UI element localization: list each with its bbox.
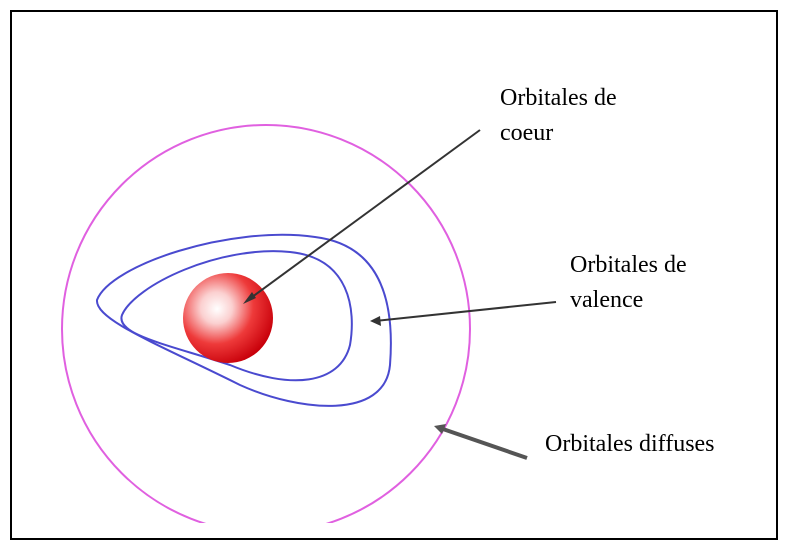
diffuse-label: Orbitales diffuses	[545, 431, 715, 457]
valence-arrow-line	[374, 301, 557, 322]
valence-orbital-outer	[95, 233, 392, 407]
valence-orbital-inner	[120, 250, 353, 382]
core-arrow-line	[247, 129, 481, 301]
orbital-diagram: Orbitales de coeur Orbitales de valence …	[61, 85, 715, 523]
diffuse-arrow-line	[439, 426, 528, 460]
core-arrowhead	[243, 292, 256, 304]
diffuse-orbital-circle	[61, 124, 471, 523]
valence-label-line1: Orbitales de	[570, 252, 687, 278]
diffuse-arrowhead	[434, 424, 446, 434]
valence-label-line2: valence	[570, 287, 643, 313]
core-label-line1: Orbitales de	[500, 85, 617, 111]
core-orbital-sphere	[183, 273, 273, 363]
valence-arrowhead	[370, 316, 381, 326]
core-label-line2: coeur	[500, 120, 553, 146]
